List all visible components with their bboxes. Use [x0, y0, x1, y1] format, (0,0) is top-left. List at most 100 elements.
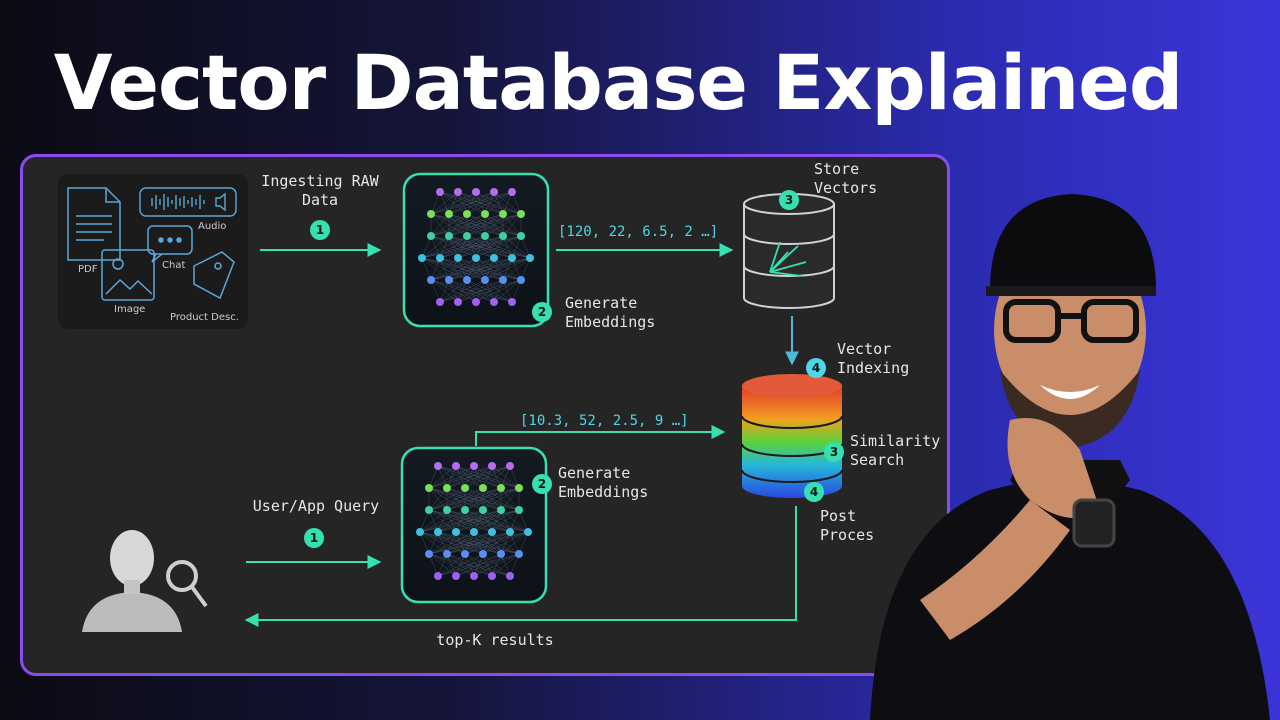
embed-top-label-2: Embeddings [565, 313, 655, 331]
nn-edge [473, 553, 520, 577]
nn-edge [430, 191, 459, 215]
nn-node [470, 572, 478, 580]
nn-edge [428, 531, 475, 555]
presenter-photo [870, 194, 1270, 720]
nn-edge [428, 487, 502, 511]
nn-edge [455, 509, 520, 533]
nn-edge [500, 487, 520, 511]
ingest-label-2: Data [302, 191, 338, 209]
nn-node [452, 462, 460, 470]
nn-edge [455, 553, 520, 577]
nn-edge [428, 487, 466, 511]
nn-node [524, 528, 532, 536]
nn-node [445, 232, 453, 240]
nn-edge [430, 257, 513, 281]
nn-edge [437, 509, 520, 533]
nn-node [488, 528, 496, 536]
query-embed-to-index-arrow [475, 425, 726, 446]
nn-edge [428, 531, 493, 555]
nn-edge [419, 509, 448, 533]
nn-edge [439, 279, 504, 303]
nn-edge [430, 191, 495, 215]
indexing-step-number: 4 [812, 361, 820, 375]
nn-node [517, 232, 525, 240]
nn-node [506, 462, 514, 470]
nn-edge [428, 531, 511, 555]
nn-node [472, 188, 480, 196]
nn-edge [484, 191, 513, 215]
nn-edge [446, 531, 529, 555]
nn-node [488, 462, 496, 470]
nn-edge [457, 235, 522, 259]
nn-node [454, 254, 462, 262]
nn-node [418, 254, 426, 262]
nn-edge [428, 487, 484, 511]
nn-node [508, 188, 516, 196]
nn-edge [446, 465, 511, 489]
nn-edge [428, 531, 457, 555]
nn-edge [428, 465, 475, 489]
embed-top-step-badge [532, 302, 552, 322]
nn-node [461, 550, 469, 558]
post-label-1: Post [820, 507, 856, 525]
nn-node [454, 188, 462, 196]
nn-edge [419, 509, 484, 533]
nn-node [427, 232, 435, 240]
nn-node [479, 550, 487, 558]
nn-node [463, 232, 471, 240]
nn-node [463, 210, 471, 218]
nn-node [472, 298, 480, 306]
nn-node [434, 528, 442, 536]
search-icon [166, 560, 208, 608]
nn-edge [446, 487, 520, 511]
nn-edge [457, 279, 522, 303]
data-sources-tile: PDF Audio Chat Image Product Desc. [58, 174, 248, 329]
nn-edge [428, 487, 520, 511]
nn-node [425, 550, 433, 558]
post-label-2: Proces [820, 526, 874, 544]
vector-store-icon [743, 193, 835, 309]
nn-edge [464, 465, 511, 489]
nn-node [436, 188, 444, 196]
nn-node [497, 506, 505, 514]
glasses-icon [1003, 299, 1139, 343]
embedding-model-top [402, 172, 550, 328]
query-label: User/App Query [253, 497, 379, 515]
audio-caption: Audio [198, 221, 226, 232]
nn-edge [502, 257, 531, 281]
nn-node [499, 210, 507, 218]
store-step-badge [779, 190, 799, 210]
embed-bottom-label-1: Generate [558, 464, 630, 482]
embed-bottom-label-2: Embeddings [558, 483, 648, 501]
nn-node [443, 550, 451, 558]
nn-node [490, 254, 498, 262]
nn-edge [466, 191, 513, 215]
nn-node [436, 254, 444, 262]
nn-node [506, 572, 514, 580]
image-icon [101, 249, 155, 301]
nn-edge [437, 553, 502, 577]
nn-edge [437, 553, 484, 577]
similarity-label-1: Similarity [850, 432, 940, 450]
nn-edge [439, 279, 468, 303]
nn-node [443, 484, 451, 492]
nn-edge [430, 213, 504, 237]
pdf-icon [67, 187, 121, 261]
nn-edge [448, 257, 531, 281]
nn-node [416, 528, 424, 536]
nn-edge [484, 213, 522, 237]
nn-node [517, 276, 525, 284]
nn-node [472, 254, 480, 262]
nn-edge [430, 213, 522, 237]
nn-edge [500, 531, 529, 555]
nn-edge [421, 235, 486, 259]
nn-edge [502, 213, 522, 237]
nn-edge [430, 257, 495, 281]
results-arrow [244, 506, 797, 627]
nn-node [434, 462, 442, 470]
nn-node [517, 210, 525, 218]
nn-edge [493, 235, 522, 259]
nn-node [454, 298, 462, 306]
nn-node [506, 528, 514, 536]
indexing-step-badge [806, 358, 826, 378]
